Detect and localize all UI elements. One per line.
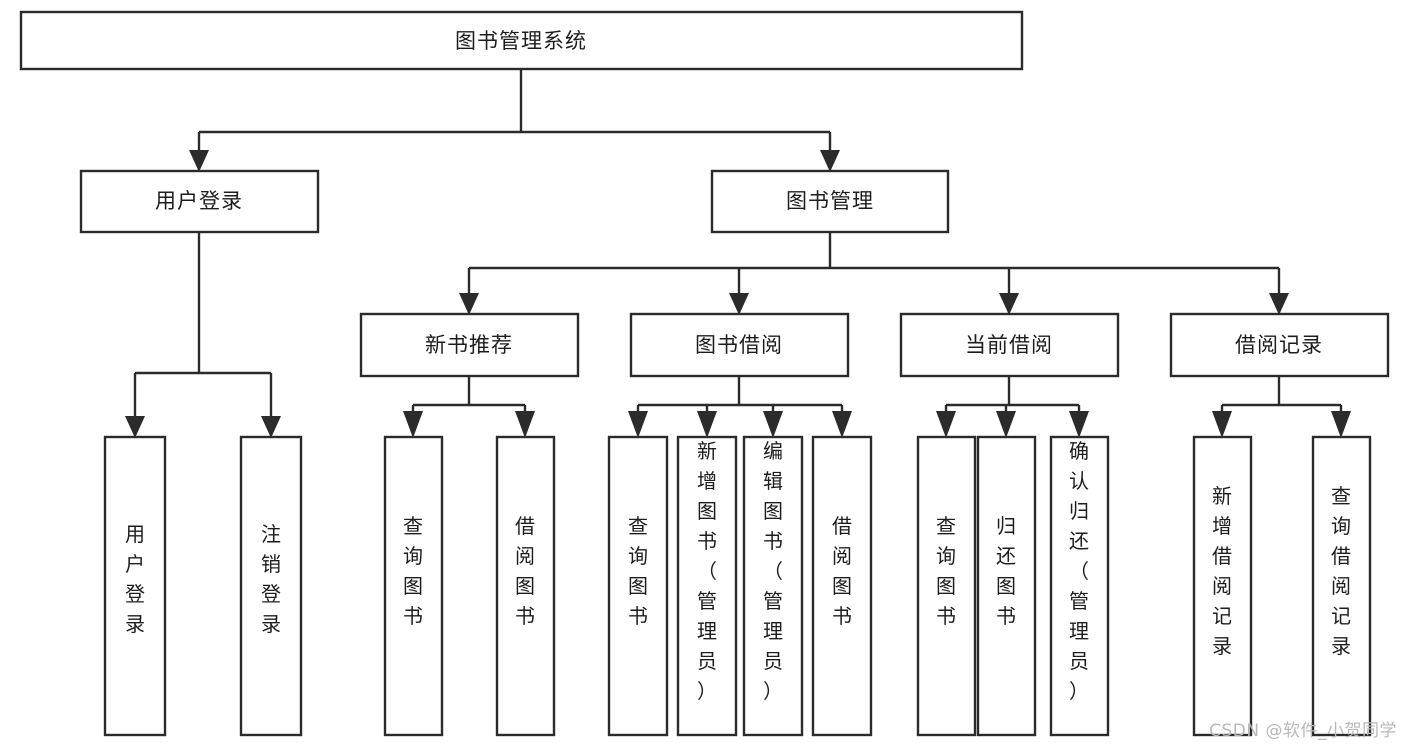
node-current-borrow-label: 当前借阅 [965, 333, 1053, 357]
node-current-borrow[interactable]: 当前借阅 [899, 312, 1120, 378]
node-book-manage-label: 图书管理 [786, 189, 874, 213]
node-leaf-query-book-2-box[interactable] [607, 435, 669, 737]
node-borrow-record-box[interactable] [1169, 312, 1390, 378]
arrowhead-icon [628, 411, 648, 438]
node-new-book-rec-label: 新书推荐 [425, 333, 513, 357]
arrowhead-icon [999, 293, 1019, 315]
node-user-login[interactable]: 用户登录 [79, 169, 320, 234]
arrowhead-icon [729, 293, 749, 315]
node-leaf-query-book-1-label: 查询图书 [403, 514, 423, 628]
node-leaf-query-record[interactable]: 查询借阅记录 [1311, 435, 1372, 737]
node-leaf-borrow-book-2[interactable]: 借阅图书 [811, 435, 873, 737]
node-leaf-add-book-box[interactable] [676, 435, 738, 737]
node-leaf-logout-box[interactable] [239, 435, 303, 737]
node-leaf-confirm-return-label: 确认归还（管理员） [1069, 439, 1089, 703]
arrowhead-icon [515, 411, 535, 438]
arrowhead-icon [403, 411, 423, 438]
node-leaf-logout-label: 注销登录 [261, 522, 281, 636]
node-book-manage[interactable]: 图书管理 [710, 169, 950, 234]
node-leaf-confirm-return[interactable]: 确认归还（管理员） [1049, 435, 1110, 737]
node-leaf-return-book-box[interactable] [976, 435, 1037, 737]
node-leaf-add-record-label: 新增借阅记录 [1212, 484, 1232, 658]
node-leaf-query-book-2-label: 查询图书 [628, 514, 648, 628]
node-borrow-record-label: 借阅记录 [1235, 333, 1323, 357]
arrowhead-icon [996, 411, 1016, 438]
node-leaf-query-record-label: 查询借阅记录 [1331, 484, 1351, 658]
node-leaf-borrow-book-1[interactable]: 借阅图书 [495, 435, 556, 737]
arrowhead-icon [763, 411, 783, 438]
node-leaf-add-book-label: 新增图书（管理员） [697, 439, 717, 703]
node-leaf-borrow-book-1-label: 借阅图书 [515, 514, 535, 628]
node-root-label: 图书管理系统 [455, 29, 587, 53]
node-leaf-user-login[interactable]: 用户登录 [103, 435, 167, 737]
arrowhead-icon [459, 293, 479, 315]
node-leaf-borrow-book-2-label: 借阅图书 [832, 514, 852, 628]
node-leaf-query-book-3[interactable]: 查询图书 [916, 435, 977, 737]
node-leaf-query-book-2[interactable]: 查询图书 [607, 435, 669, 737]
node-leaf-return-book-label: 归还图书 [996, 514, 1016, 628]
node-leaf-query-book-1-box[interactable] [383, 435, 444, 737]
node-leaf-edit-book-box[interactable] [742, 435, 804, 737]
node-leaf-add-record-box[interactable] [1192, 435, 1253, 737]
node-root[interactable]: 图书管理系统 [19, 10, 1024, 71]
arrowhead-icon [1069, 411, 1089, 438]
node-user-login-label: 用户登录 [155, 189, 243, 213]
arrowhead-icon [697, 411, 717, 438]
arrowhead-icon [261, 416, 281, 438]
node-leaf-return-book[interactable]: 归还图书 [976, 435, 1037, 737]
arrowhead-icon [936, 411, 956, 438]
node-leaf-user-login-box[interactable] [103, 435, 167, 737]
arrowhead-icon [1331, 411, 1351, 438]
arrowhead-layer [125, 150, 1351, 438]
node-leaf-user-login-label: 用户登录 [125, 522, 145, 636]
node-leaf-query-book-3-box[interactable] [916, 435, 977, 737]
arrowhead-icon [125, 416, 145, 438]
node-root-box[interactable] [19, 10, 1024, 71]
node-leaf-add-record[interactable]: 新增借阅记录 [1192, 435, 1253, 737]
node-leaf-query-book-3-label: 查询图书 [936, 514, 956, 628]
arrowhead-icon [189, 150, 209, 172]
node-leaf-borrow-book-2-box[interactable] [811, 435, 873, 737]
node-leaf-query-book-1[interactable]: 查询图书 [383, 435, 444, 737]
node-leaf-borrow-book-1-box[interactable] [495, 435, 556, 737]
arrowhead-icon [832, 411, 852, 438]
node-leaf-edit-book-label: 编辑图书（管理员） [763, 439, 783, 703]
node-new-book-rec-box[interactable] [359, 312, 580, 378]
node-book-borrow-label: 图书借阅 [695, 333, 783, 357]
node-new-book-rec[interactable]: 新书推荐 [359, 312, 580, 378]
node-borrow-record[interactable]: 借阅记录 [1169, 312, 1390, 378]
node-user-login-box[interactable] [79, 169, 320, 234]
node-book-borrow[interactable]: 图书借阅 [629, 312, 850, 378]
node-book-manage-box[interactable] [710, 169, 950, 234]
arrowhead-icon [820, 150, 840, 172]
node-leaf-confirm-return-box[interactable] [1049, 435, 1110, 737]
arrowhead-icon [1269, 293, 1289, 315]
node-book-borrow-box[interactable] [629, 312, 850, 378]
node-current-borrow-box[interactable] [899, 312, 1120, 378]
node-leaf-query-record-box[interactable] [1311, 435, 1372, 737]
arrowhead-icon [1212, 411, 1232, 438]
node-leaf-logout[interactable]: 注销登录 [239, 435, 303, 737]
node-leaf-edit-book[interactable]: 编辑图书（管理员） [742, 435, 804, 737]
node-leaf-add-book[interactable]: 新增图书（管理员） [676, 435, 738, 737]
